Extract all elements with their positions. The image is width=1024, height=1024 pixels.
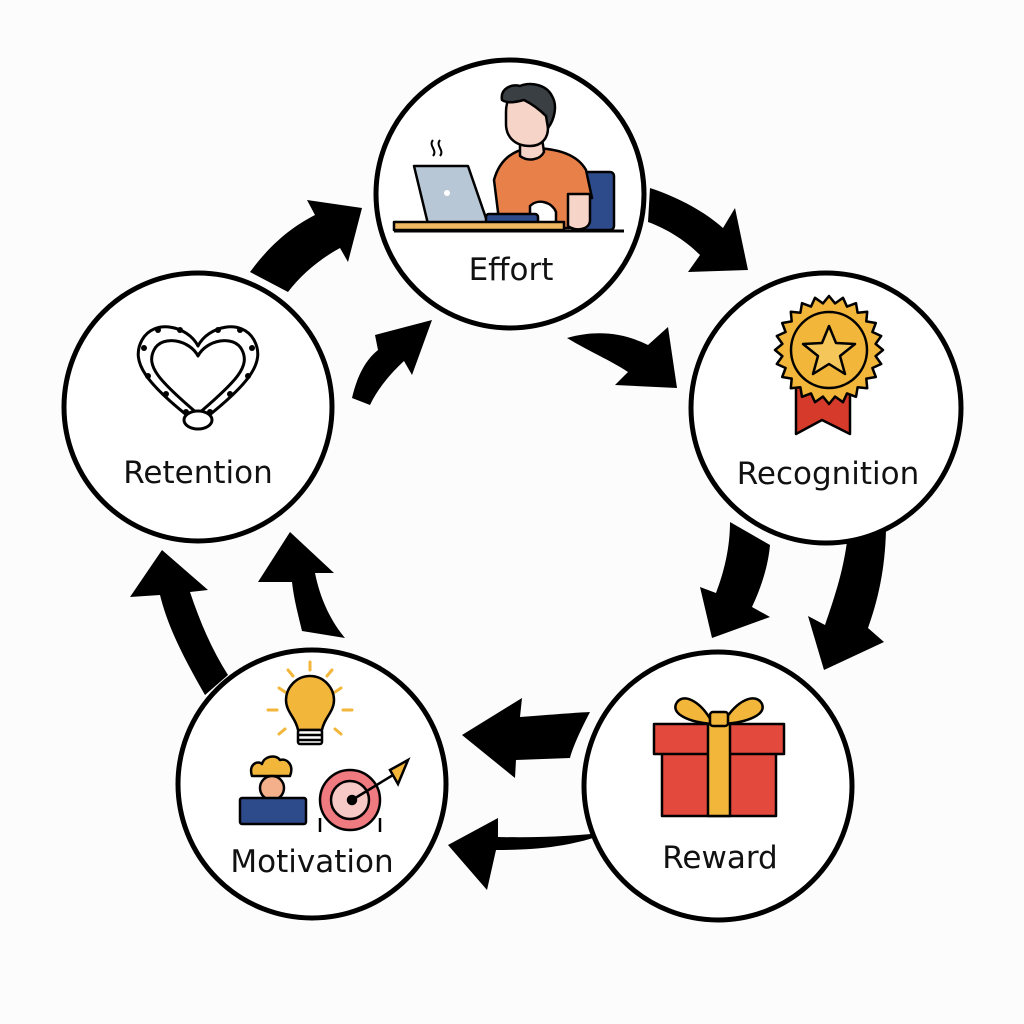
- node-effort-label: Effort: [469, 252, 554, 288]
- arrow-retention-to-effort-outer: [250, 200, 362, 292]
- arrow-effort-to-recognition-outer: [648, 188, 748, 272]
- node-retention-label: Retention: [123, 455, 272, 491]
- arrow-recognition-to-reward-outer: [808, 530, 886, 670]
- node-recognition-label: Recognition: [737, 456, 920, 492]
- award-badge-icon: [773, 294, 885, 436]
- node-retention[interactable]: Retention: [61, 270, 335, 544]
- node-reward-label: Reward: [662, 840, 777, 876]
- arrow-recognition-to-reward-inner: [700, 522, 770, 638]
- node-effort[interactable]: Effort: [373, 57, 647, 331]
- node-retention-circle: [61, 270, 335, 544]
- gift-box-icon: [652, 697, 786, 818]
- node-recognition[interactable]: Recognition: [688, 270, 964, 546]
- node-motivation[interactable]: Motivation: [175, 647, 449, 921]
- node-motivation-circle: [175, 647, 449, 921]
- arrows: [130, 188, 886, 890]
- person-at-laptop-icon: [392, 82, 624, 233]
- arrow-motivation-to-retention-outer: [130, 550, 228, 695]
- node-reward[interactable]: Reward: [581, 649, 855, 923]
- arrow-motivation-to-retention-inner: [258, 532, 345, 638]
- person-icon: [238, 755, 308, 826]
- node-motivation-label: Motivation: [230, 844, 393, 880]
- arrow-retention-to-effort-inner: [352, 320, 432, 405]
- chain-heart-icon: [136, 325, 260, 431]
- lightbulb-icon: [266, 660, 354, 746]
- arrow-reward-to-motivation-lower: [448, 818, 610, 890]
- arrow-reward-to-motivation-upper: [462, 698, 590, 778]
- arrow-effort-to-recognition-inner: [567, 327, 677, 388]
- target-icon: [318, 757, 411, 832]
